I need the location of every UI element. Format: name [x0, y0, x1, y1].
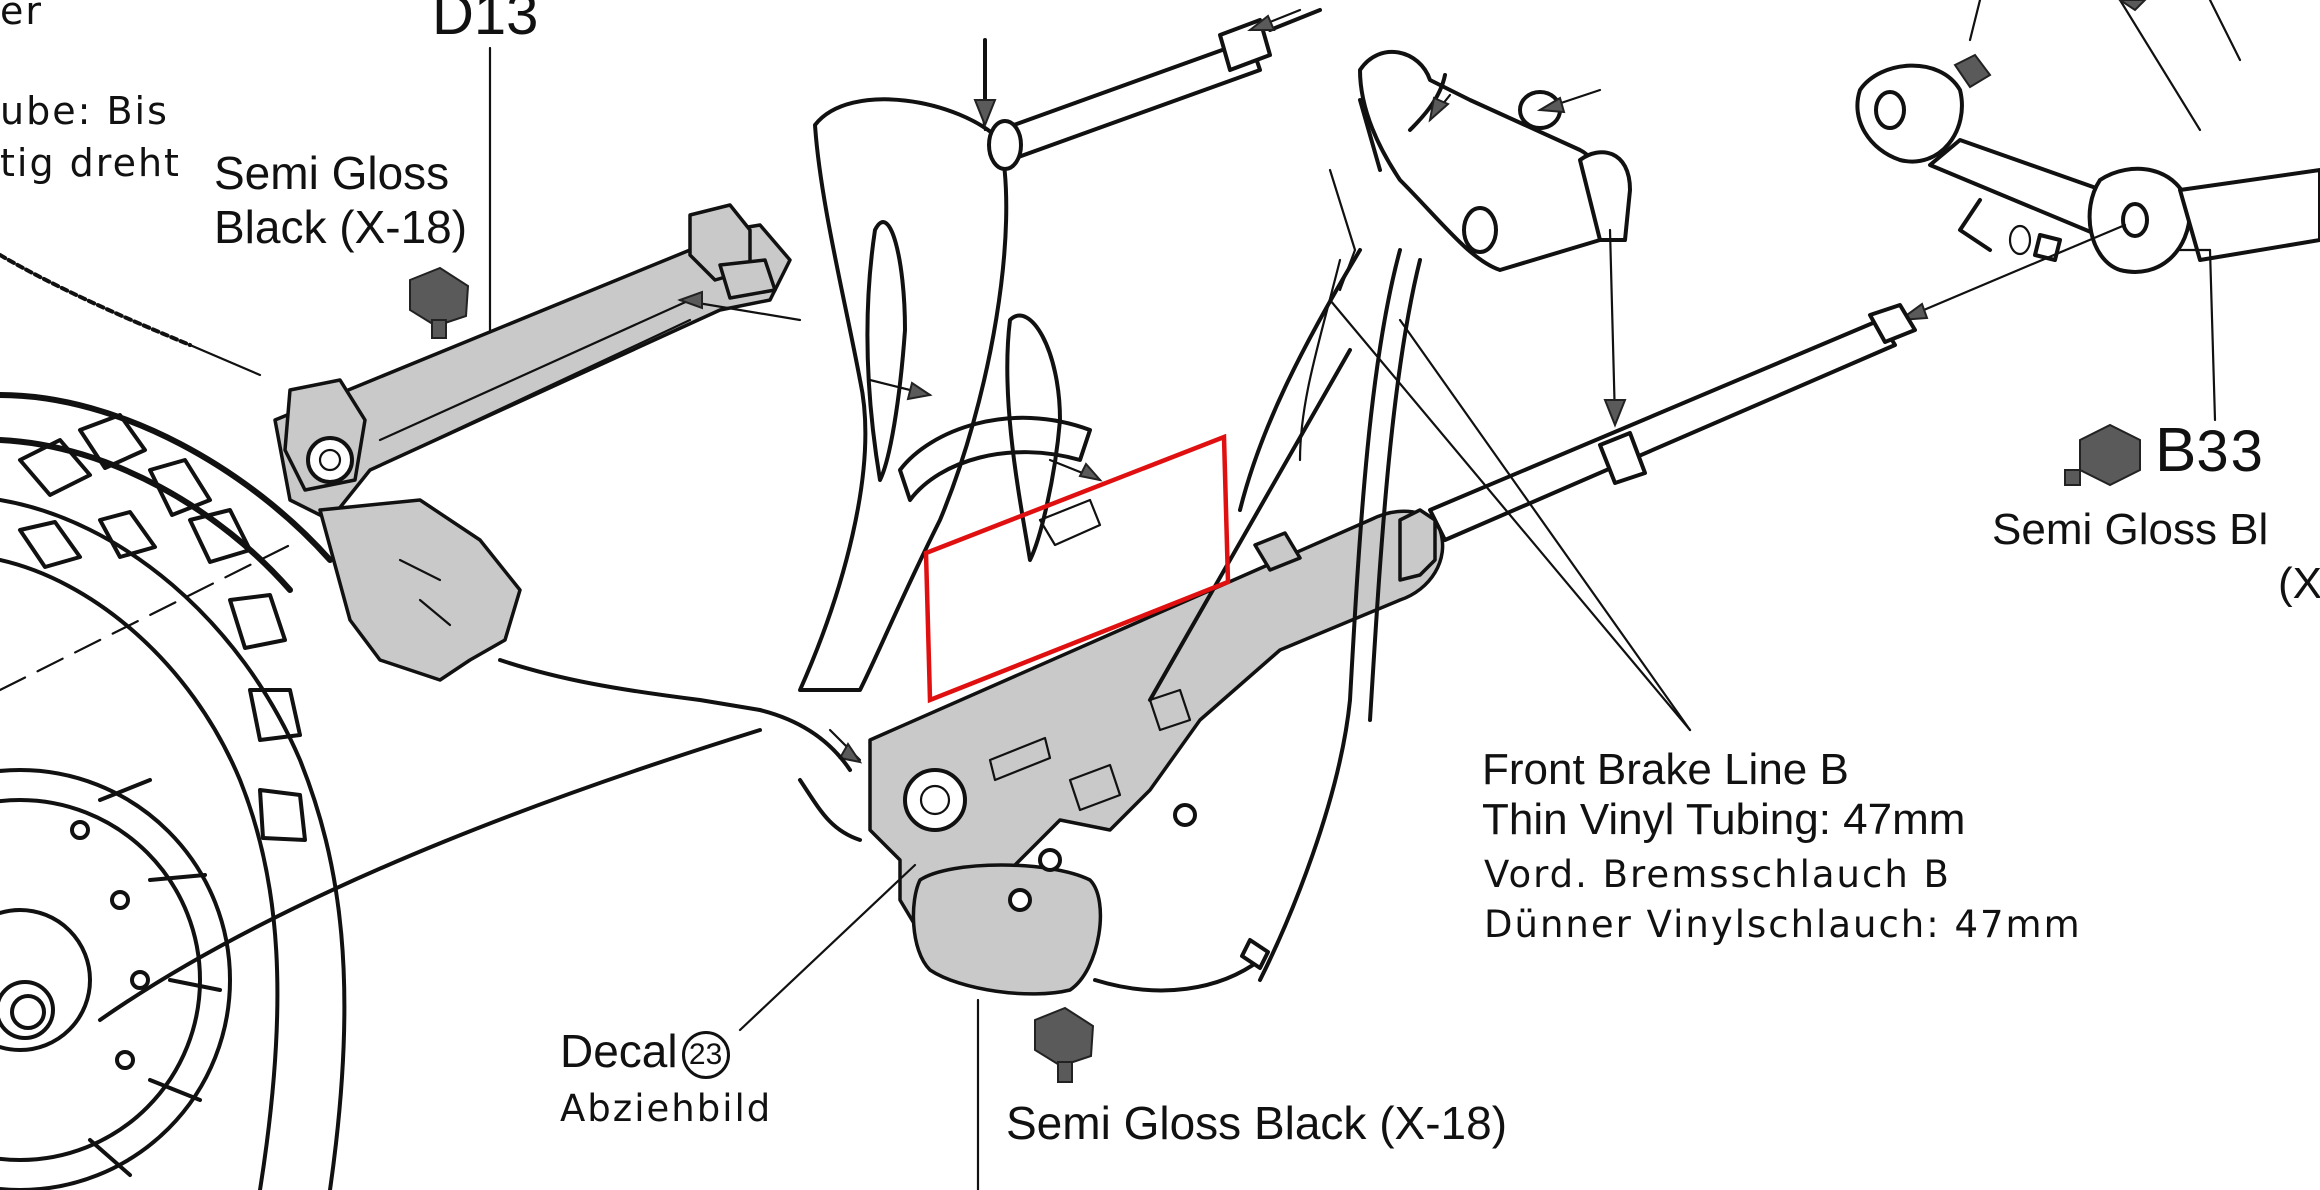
- right-fork-leg: [868, 508, 1445, 996]
- decal-number-badge: 23: [681, 1030, 730, 1079]
- top-bracket: [1358, 50, 1632, 272]
- fork-brace: [798, 97, 1102, 692]
- front-wheel: [0, 392, 347, 1190]
- brake-cable: [0, 253, 262, 377]
- part-number-b33: B33: [2155, 420, 2265, 482]
- paint-label-left-line2: Black (X-18): [214, 201, 468, 253]
- decal-label-de: Abziehbild: [560, 1087, 773, 1130]
- paint-label-right-line1: Semi Gloss Bl: [1992, 505, 2269, 554]
- brake-line-label-de: Vord. Bremsschlauch B: [1484, 853, 1951, 896]
- b33-number: 33: [2196, 419, 2265, 484]
- brake-lines: [98, 248, 1422, 1022]
- paint-chip-icon-right: [2064, 423, 2141, 487]
- tubing-label-de: Dünner Vinylschlauch: 47mm: [1484, 903, 2082, 946]
- highlight-box: [923, 433, 1231, 704]
- paint-label-left-line1: Semi Gloss: [214, 147, 450, 199]
- brake-line-label-en: Front Brake Line B: [1482, 745, 1849, 794]
- partial-text-er: er: [0, 0, 44, 33]
- decal-text: Decal: [560, 1025, 678, 1077]
- paint-chip-icon-left: [409, 266, 470, 339]
- paint-chip-icon-bottom: [1034, 1006, 1095, 1083]
- part-number-d13: D13: [432, 0, 539, 47]
- upper-axle: [983, 8, 1322, 171]
- tubing-label-en: Thin Vinyl Tubing: 47mm: [1482, 795, 1966, 844]
- partial-text-ube: ube: Bis: [0, 89, 169, 133]
- assembly-arrows: [677, 8, 2127, 764]
- right-upper-assembly: [1855, 0, 2320, 274]
- paint-label-right-line2: (X: [2278, 559, 2320, 608]
- leader-lines: [738, 248, 2217, 1190]
- left-fork-leg: [273, 203, 792, 682]
- paint-label-bottom: Semi Gloss Black (X-18): [1006, 1097, 1508, 1149]
- b33-prefix: B: [2155, 416, 2197, 485]
- partial-text-tig: tig dreht: [0, 141, 181, 185]
